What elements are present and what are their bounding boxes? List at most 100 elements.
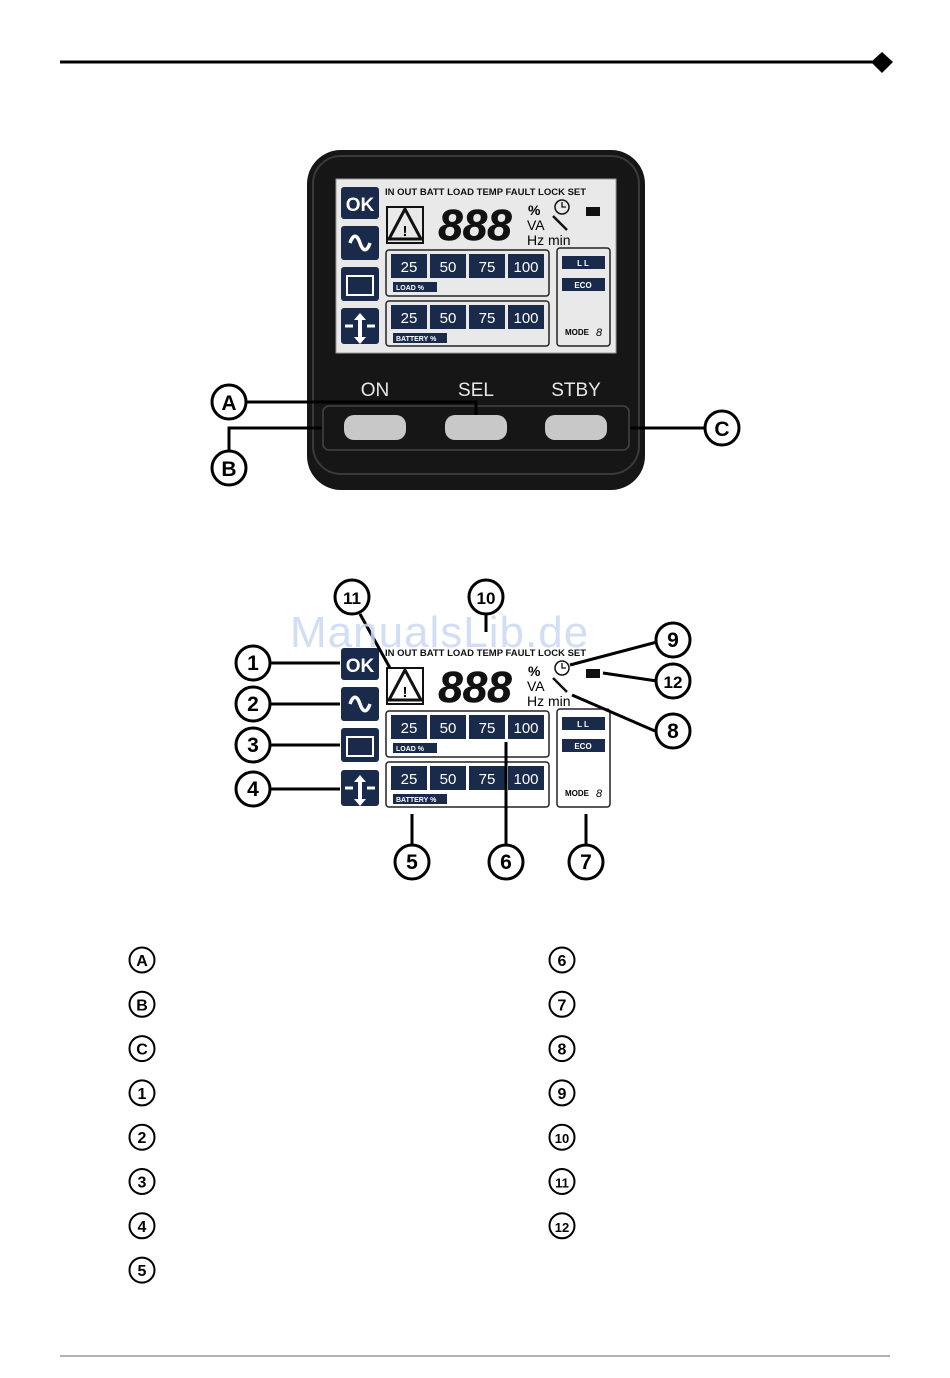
svg-text:9: 9 <box>667 629 679 652</box>
stby-button[interactable] <box>545 415 607 440</box>
svg-text:7: 7 <box>558 997 567 1014</box>
svg-text:10: 10 <box>555 1131 569 1146</box>
clock-icon <box>554 199 570 215</box>
detail-battery-cell <box>430 766 466 790</box>
svg-text:8: 8 <box>667 720 679 743</box>
svg-text:11: 11 <box>343 589 361 608</box>
callout-4: 4 <box>234 770 272 808</box>
mode-eco: ECO <box>574 281 591 290</box>
callout-c: C <box>703 409 741 447</box>
legend-item-1: 1 <box>128 1079 156 1107</box>
callout-6: 6 <box>487 843 525 881</box>
legend-item-2: 2 <box>128 1123 156 1151</box>
legend-item-A: A <box>128 946 156 974</box>
legend-item-4: 4 <box>128 1212 156 1240</box>
battery-cell-label: 100 <box>513 310 538 327</box>
detail-battery-cell <box>508 766 544 790</box>
svg-text:4: 4 <box>247 778 259 801</box>
detail-lcd-digits: 888 <box>438 663 512 712</box>
svg-text:L L: L L <box>577 720 589 729</box>
detail-ups-plug-icon <box>586 669 600 678</box>
svg-text:5: 5 <box>138 1263 147 1280</box>
svg-text:ECO: ECO <box>574 742 591 751</box>
legend-item-3: 3 <box>128 1168 156 1195</box>
unit-min: min <box>548 232 571 248</box>
svg-text:Hz: Hz <box>527 693 544 709</box>
detail-battery-cell-label: 25 <box>401 771 418 788</box>
panel-callouts <box>227 400 706 452</box>
load-label: LOAD % <box>396 285 425 292</box>
unit-va: VA <box>527 217 545 233</box>
callout-5: 5 <box>393 843 431 881</box>
detail-lcd-header: IN OUT BATT LOAD TEMP FAULT LOCK SET <box>385 648 586 659</box>
legend-item-10: 10 <box>548 1123 576 1151</box>
load-cell <box>508 254 544 278</box>
detail-load-cell <box>469 715 505 739</box>
detail-load-cell <box>391 715 427 739</box>
battery-cell <box>391 305 427 329</box>
legend-item-5: 5 <box>128 1256 156 1284</box>
svg-text:B: B <box>136 997 148 1014</box>
on-label: ON <box>361 380 390 401</box>
detail-load-cell-label: 100 <box>513 720 538 737</box>
wrench-icon <box>552 215 568 231</box>
svg-text:8: 8 <box>596 788 603 800</box>
load-cell-label: 50 <box>440 259 457 276</box>
svg-text:%: % <box>528 663 541 679</box>
battery-cell-label: 75 <box>479 310 496 327</box>
svg-text:VA: VA <box>527 678 545 694</box>
stby-label: STBY <box>551 380 601 401</box>
lcd-header: IN OUT BATT LOAD TEMP FAULT LOCK SET <box>385 187 586 198</box>
legend-item-8: 8 <box>548 1035 576 1063</box>
svg-text:B: B <box>221 458 236 481</box>
warning-icon <box>386 205 424 241</box>
control-panel: IN OUT BATT LOAD TEMP FAULT LOCK SET OK … <box>307 150 645 490</box>
sel-label: SEL <box>458 380 494 401</box>
unit-hz: Hz <box>527 232 544 248</box>
battery-cell-label: 50 <box>440 310 457 327</box>
callout-11: 11 <box>333 578 371 616</box>
svg-text:2: 2 <box>247 693 259 716</box>
battery-cell <box>508 305 544 329</box>
battery-cell <box>469 305 505 329</box>
lcd-digits: 888 <box>438 201 512 250</box>
svg-text:2: 2 <box>138 1130 147 1147</box>
ok-icon-text: OK <box>346 195 375 216</box>
callout-10: 10 <box>467 578 505 616</box>
ups-plug-icon <box>586 207 600 216</box>
legend-item-B: B <box>128 990 156 1018</box>
battery-bar-frame <box>385 300 550 347</box>
svg-text:C: C <box>136 1042 148 1059</box>
load-cell <box>391 254 427 278</box>
battery-cell-label: 25 <box>401 310 418 327</box>
detail-battery-cell-label: 100 <box>513 771 538 788</box>
sel-button[interactable] <box>445 415 507 440</box>
svg-text:A: A <box>221 392 236 415</box>
svg-text:BATTERY %: BATTERY % <box>396 797 437 804</box>
detail-warning-icon <box>386 666 424 702</box>
svg-text:7: 7 <box>580 851 592 874</box>
svg-text:MODE: MODE <box>565 789 590 798</box>
svg-text:4: 4 <box>138 1219 147 1236</box>
svg-text:OK: OK <box>346 656 375 677</box>
on-button[interactable] <box>344 415 406 440</box>
svg-text:!: ! <box>403 223 408 240</box>
lcd-detail: IN OUT BATT LOAD TEMP FAULT LOCK SET OK … <box>341 648 611 808</box>
svg-text:A: A <box>136 953 148 970</box>
legend-item-C: C <box>128 1035 156 1063</box>
callout-2: 2 <box>234 685 272 723</box>
legend-item-9: 9 <box>548 1079 576 1107</box>
svg-text:12: 12 <box>555 1220 569 1235</box>
callout-12: 12 <box>654 662 692 700</box>
mode-box <box>556 247 611 347</box>
svg-text:1: 1 <box>138 1086 147 1103</box>
detail-leader-lines <box>271 612 658 846</box>
mode-digit: 8 <box>596 327 603 339</box>
callout-9: 9 <box>654 621 692 659</box>
load-cell-label: 100 <box>513 259 538 276</box>
callout-a: A <box>210 383 248 421</box>
